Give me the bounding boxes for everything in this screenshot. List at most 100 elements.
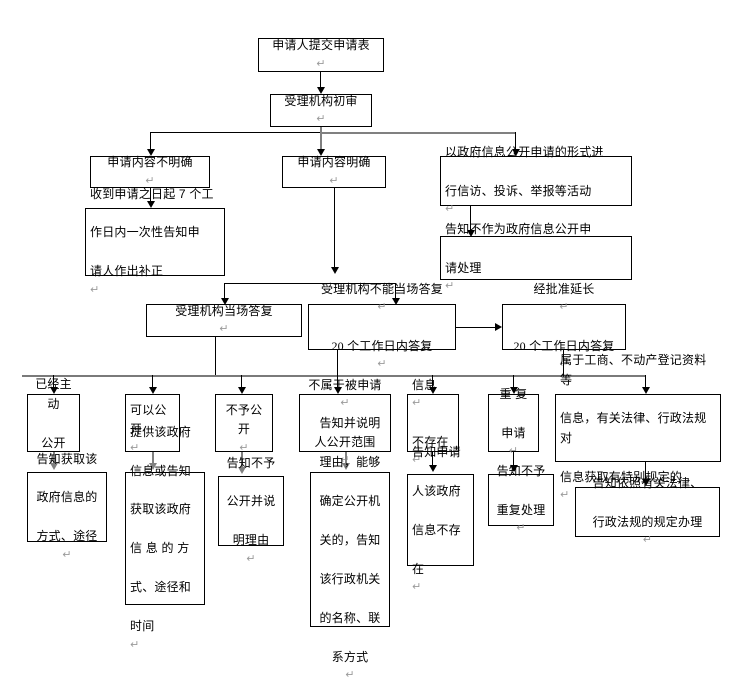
arrowhead-action-4 — [342, 463, 350, 470]
arrowhead-notonsite-to-extension — [495, 323, 502, 331]
node-correction-notice[interactable]: 收到申请之日起 7 个工 作日内一次性告知申 请人作出补正↵ — [85, 187, 225, 296]
action-box-inform-not-exist[interactable]: 告知申请 人该政府 信息不存 在↵ — [407, 445, 474, 593]
connector-submit-to-review — [320, 72, 321, 88]
action-5-line-2: 人该政府 — [412, 483, 461, 498]
action-box-provide-or-inform[interactable]: 提供该政府 信息或告知 获取该政府 信 息 的 方 式、途径和 时间↵ — [125, 425, 205, 651]
condition-box-not-exist[interactable]: 信息↵ 不存在↵ — [407, 378, 459, 466]
condition-5-line-1: 信息 — [412, 378, 437, 393]
arrowhead-condition-2 — [149, 387, 157, 394]
connector-to-complaint — [515, 132, 516, 150]
pilcrow-mark: ↵ — [445, 203, 455, 216]
arrowhead-action-1 — [50, 463, 58, 470]
condition-box-special-provisions[interactable]: 属于工商、不动产登记资料等 信息，有关法律、行政法规对 信息获取有特别规定的↵ — [555, 353, 721, 501]
pilcrow-mark: ↵ — [145, 174, 155, 187]
action-box-no-repeat-processing[interactable]: 告知不予 重复处理↵ — [488, 464, 554, 534]
pilcrow-mark: ↵ — [412, 581, 422, 594]
connector-cond3-to-action3 — [241, 452, 243, 468]
condition-2-line-1: 可以公开 — [130, 403, 167, 437]
condition-box-repeat-request[interactable]: 重 复 申请↵ — [488, 387, 539, 457]
connector-cond4-to-action4 — [345, 452, 347, 464]
pilcrow-mark: ↵ — [219, 323, 229, 336]
arrowhead-to-onsite — [221, 298, 229, 305]
pilcrow-mark: ↵ — [62, 548, 72, 561]
node-not-processed-notice[interactable]: 告知不作为政府信息公开申 请处理↵ — [440, 222, 632, 292]
node-approved-extension-line1: 经批准延长 — [533, 282, 595, 297]
condition-box-out-of-scope[interactable]: 不属于被申请↵ 人公开范围↵ — [299, 378, 391, 466]
node-correction-notice-line2: 作日内一次性告知申 — [90, 225, 200, 240]
arrowhead-condition-4 — [334, 387, 342, 394]
connector-notonsite-to-extension — [456, 327, 496, 328]
connector-cond2-to-action2 — [152, 452, 154, 464]
fanout-drop-3 — [241, 375, 242, 388]
arrowhead-action-6 — [510, 465, 518, 472]
action-box-inform-refusal-reason[interactable]: 告知不予 公开并说 明理由↵ — [218, 456, 284, 565]
node-submit-application[interactable]: 申请人提交申请表↵ — [258, 38, 384, 72]
arrowhead-condition-7 — [642, 387, 650, 394]
action-5-line-3: 信息不存 — [412, 522, 461, 537]
fanout-drop-5 — [432, 375, 433, 388]
arrowhead-clear-stem — [331, 267, 339, 274]
node-content-unclear-label: 申请内容不明确 — [107, 155, 193, 170]
action-2-line-2: 信息或告知 — [130, 463, 192, 478]
split-bar-review-branches-left — [150, 132, 322, 133]
node-content-unclear[interactable]: 申请内容不明确 ↵ — [90, 155, 210, 188]
action-box-inform-access-method[interactable]: 告知获取该 政府信息的 方式、途径 ↵ — [27, 452, 107, 561]
node-answer-not-onsite[interactable]: 受理机构不能当场答复↵ 20 个工作日内答复↵ — [308, 282, 456, 370]
action-1-line-2: 政府信息的 — [36, 490, 98, 505]
action-7-line-2: 行政法规的规定办理 — [592, 514, 703, 529]
action-3-line-3: 明理由 — [232, 533, 270, 548]
node-not-processed-line2: 请处理 — [445, 260, 482, 275]
pilcrow-mark: ↵ — [377, 301, 387, 314]
action-2-line-4: 信 息 的 方 — [130, 541, 190, 556]
condition-box-no-disclose[interactable]: 不予公开 ↵ — [215, 394, 273, 454]
condition-6-line-2: 申请 — [501, 425, 526, 440]
pilcrow-mark: ↵ — [130, 638, 140, 651]
node-answer-onsite[interactable]: 受理机构当场答复↵ — [146, 304, 302, 337]
pilcrow-mark: ↵ — [559, 301, 569, 314]
action-4-line-5: 该行政机关 — [319, 571, 381, 586]
arrowhead-action-2 — [149, 463, 157, 470]
action-box-inform-reason-and-agency[interactable]: 告知并说明 理由，能够 确定公开机 关的，告知 该行政机关 的名称、联 系方式↵ — [310, 416, 390, 681]
action-box-handle-per-law[interactable]: 告知依照有关法律、 行政法规的规定办理↵ — [575, 476, 720, 546]
pilcrow-mark: ↵ — [304, 452, 386, 470]
action-4-line-7: 系方式 — [331, 649, 369, 664]
connector-clear-stem — [334, 188, 335, 268]
stem-extension-down — [563, 350, 564, 375]
connector-to-clear — [320, 132, 322, 150]
connector-complaint-to-notprocess — [470, 206, 471, 231]
node-answer-not-onsite-line1: 受理机构不能当场答复 — [320, 282, 443, 297]
arrowhead-condition-1 — [50, 387, 58, 394]
action-5-line-4: 在 — [412, 561, 425, 576]
split-bar-clear-branches — [224, 283, 396, 284]
condition-box-already-public[interactable]: 已经主动 公开↵ — [27, 377, 80, 467]
pilcrow-mark: ↵ — [412, 454, 422, 467]
fanout-drop-7 — [645, 375, 646, 388]
arrowhead-to-complaint — [512, 149, 520, 156]
action-2-line-3: 获取该政府 — [130, 502, 192, 517]
connector-to-unclear — [150, 132, 151, 150]
condition-4-line-1: 不属于被申请 — [308, 378, 382, 393]
node-content-clear-label: 申请内容明确 — [297, 155, 371, 170]
node-answer-not-onsite-line2: 20 个工作日内答复 — [331, 338, 433, 353]
condition-6-line-1: 重 复 — [499, 386, 528, 401]
connector-cond1-to-action1 — [53, 452, 55, 464]
arrowhead-to-unclear — [147, 149, 155, 156]
pilcrow-mark: ↵ — [316, 57, 326, 70]
fanout-bar — [22, 375, 646, 377]
node-approved-extension[interactable]: 经批准延长↵ 20 个工作日内答复↵ — [502, 282, 626, 370]
arrowhead-unclear-to-correction — [147, 201, 155, 208]
arrowhead-action-7 — [642, 479, 650, 486]
pilcrow-mark: ↵ — [239, 441, 249, 454]
condition-3-line-1: 不予公开 — [225, 403, 263, 437]
action-1-line-3: 方式、途径 — [36, 529, 98, 544]
node-initial-review[interactable]: 受理机构初审↵ — [270, 94, 372, 127]
node-complaint-form[interactable]: 以政府信息公开申请的形式进 行信访、投诉、举报等活动↵ — [440, 145, 632, 215]
condition-7-line-2: 信息，有关法律、行政法规对 — [560, 411, 707, 445]
action-3-line-1: 告知不予 — [226, 455, 276, 470]
arrowhead-condition-5 — [429, 387, 437, 394]
node-complaint-form-line1: 以政府信息公开申请的形式进 — [445, 144, 604, 159]
action-1-line-1: 告知获取该 — [36, 451, 98, 466]
node-content-clear[interactable]: 申请内容明确↵ — [282, 155, 386, 188]
condition-5-line-2: 不存在 — [412, 434, 449, 449]
split-bar-review-branches-right — [322, 132, 515, 134]
